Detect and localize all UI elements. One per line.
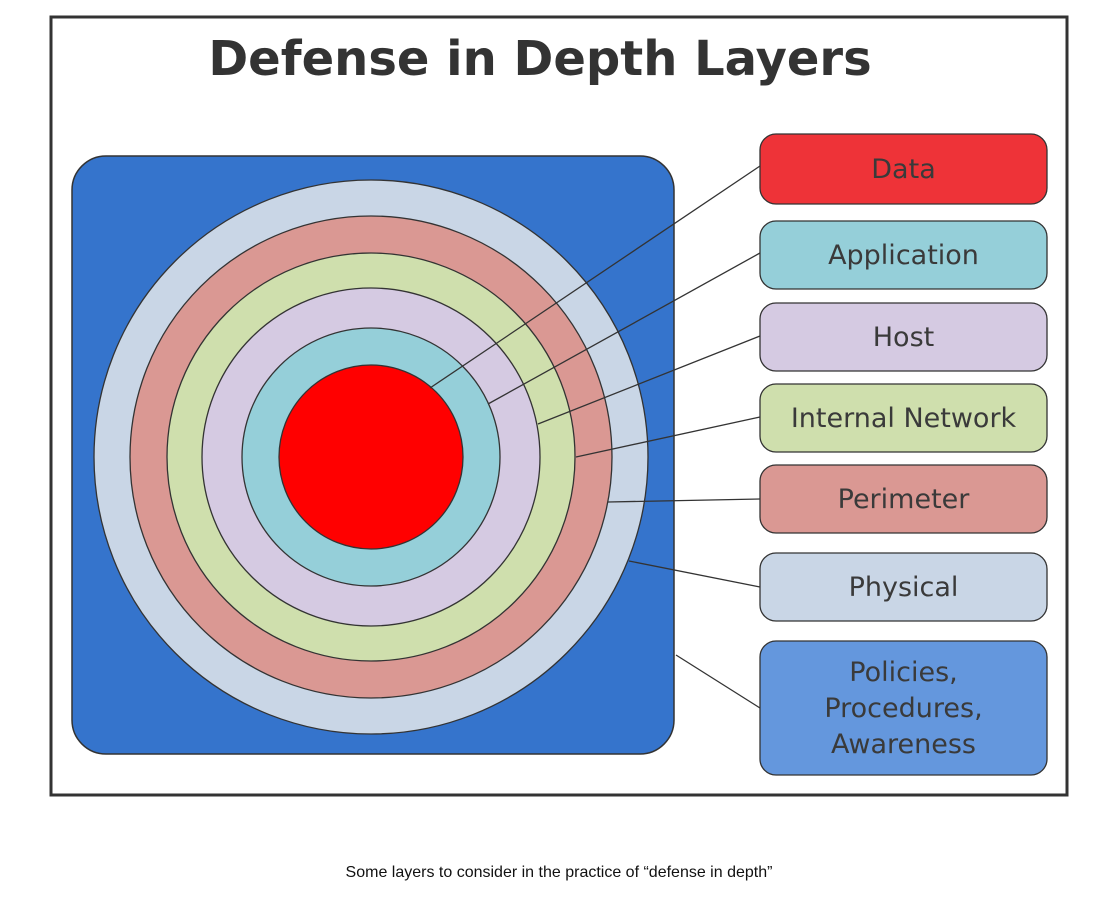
label-text-perimeter: Perimeter xyxy=(838,484,971,515)
leader-line-internal-network xyxy=(575,416,761,458)
label-box-bg-perimeter xyxy=(759,464,1048,534)
leader-line-physical xyxy=(628,560,761,588)
leader-line-policies xyxy=(675,654,761,709)
label-box-bg-physical xyxy=(759,552,1048,622)
label-box-host: Host xyxy=(759,302,1048,372)
label-box-bg-policies xyxy=(759,640,1048,776)
leader-line-application xyxy=(487,252,761,405)
figure-caption: Some layers to consider in the practice … xyxy=(345,864,773,881)
label-box-physical: Physical xyxy=(759,552,1048,622)
label-text-policies: Policies, xyxy=(849,657,957,688)
label-text-internal-network: Internal Network xyxy=(791,403,1017,434)
label-box-application: Application xyxy=(759,220,1048,290)
label-text-policies: Procedures, xyxy=(824,693,982,724)
ring-data xyxy=(278,364,464,550)
label-box-bg-data xyxy=(759,133,1048,205)
leader-line-perimeter xyxy=(607,498,761,503)
diagram-title: Defense in Depth Layers xyxy=(208,31,871,87)
label-box-perimeter: Perimeter xyxy=(759,464,1048,534)
label-box-policies: Policies, Procedures, Awareness xyxy=(759,640,1048,776)
label-box-bg-application xyxy=(759,220,1048,290)
label-text-physical: Physical xyxy=(849,572,959,603)
leader-line-data xyxy=(429,165,761,389)
label-box-bg-host xyxy=(759,302,1048,372)
label-box-bg-internal-network xyxy=(759,383,1048,453)
leader-line-host xyxy=(537,335,761,425)
leader-lines xyxy=(429,165,761,709)
label-text-policies: Awareness xyxy=(831,729,976,760)
layer-rings xyxy=(71,155,675,755)
label-text-host: Host xyxy=(873,322,934,353)
label-text-application: Application xyxy=(828,240,979,271)
label-box-data: Data xyxy=(759,133,1048,205)
label-box-internal-network: Internal Network xyxy=(759,383,1048,453)
label-text-data: Data xyxy=(871,154,935,185)
